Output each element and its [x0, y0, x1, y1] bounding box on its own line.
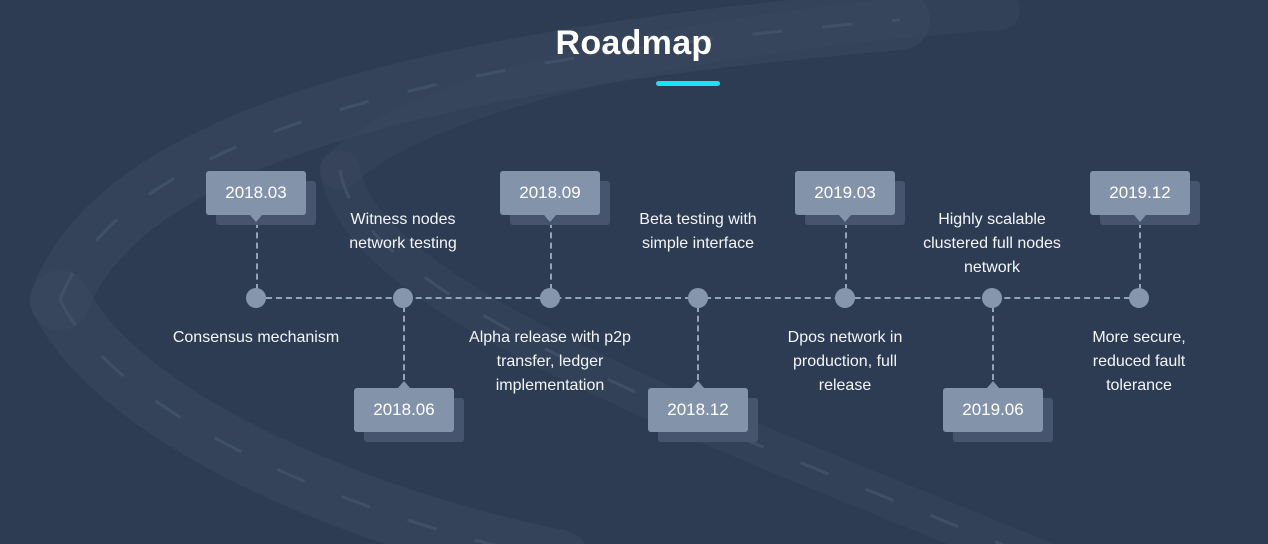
milestone-date-box: 2019.12	[1090, 171, 1200, 225]
milestone-date: 2018.03	[206, 171, 306, 215]
milestone-description: Dpos network in production, full release	[787, 329, 903, 394]
timeline-dot	[1129, 288, 1149, 308]
timeline-dot	[982, 288, 1002, 308]
timeline-dot	[540, 288, 560, 308]
milestone-date: 2019.12	[1090, 171, 1190, 215]
milestone-description: Witness nodes network testing	[349, 211, 457, 252]
title-underline	[656, 81, 720, 86]
milestone-date-box: 2018.03	[206, 171, 316, 225]
milestone-description: Beta testing with simple interface	[639, 211, 757, 252]
milestone-date: 2018.06	[354, 388, 454, 432]
milestone-date: 2018.09	[500, 171, 600, 215]
timeline-stem	[845, 222, 847, 290]
milestone-date: 2019.03	[795, 171, 895, 215]
milestone-date-box: 2019.03	[795, 171, 905, 225]
timeline-dot	[246, 288, 266, 308]
milestone-date: 2018.12	[648, 388, 748, 432]
timeline-dot	[835, 288, 855, 308]
page-title: Roadmap	[555, 24, 713, 62]
timeline-stem	[1139, 222, 1141, 290]
milestone-description: Highly scalable clustered full nodes net…	[923, 211, 1061, 276]
milestone-description: More secure, reduced fault tolerance	[1092, 329, 1186, 394]
timeline-stem	[992, 306, 994, 380]
timeline-stem	[403, 306, 405, 380]
milestone-date-box: 2018.06	[354, 381, 464, 442]
milestone-date-box: 2018.09	[500, 171, 610, 225]
timeline-dot	[393, 288, 413, 308]
timeline-stem	[697, 306, 699, 380]
milestone-description: Consensus mechanism	[172, 329, 340, 346]
milestone-date-box: 2019.06	[943, 381, 1053, 442]
milestone-date: 2019.06	[943, 388, 1043, 432]
milestone-description: Alpha release with p2p transfer, ledger …	[469, 329, 631, 394]
timeline-dot	[688, 288, 708, 308]
milestone-date-box: 2018.12	[648, 381, 758, 442]
timeline-stem	[256, 222, 258, 290]
timeline-stem	[550, 222, 552, 290]
